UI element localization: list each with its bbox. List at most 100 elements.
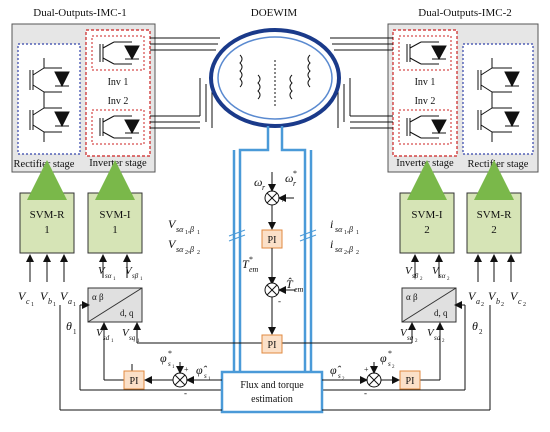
svg-text:sα: sα [176,245,184,254]
svg-text:V: V [96,327,104,339]
svg-text:V: V [122,327,130,339]
torque-est-label: T̂em - [278,277,304,306]
svg-text:c: c [518,297,522,306]
rectifier1-switch-icon [29,58,70,142]
flux-label-a: Flux and torque [240,380,304,391]
pi-torque-controller [261,334,283,354]
svm-r2-label-b: 2 [491,224,497,236]
svm-i1-label-b: 1 [112,224,118,236]
svg-text:2: 2 [415,339,418,344]
imc2-rectifier-box [462,43,534,155]
svg-text:θ: θ [472,319,478,333]
svg-text:,β: ,β [188,245,194,254]
title-doewim: DOEWIM [251,7,298,19]
svg-text:b: b [496,297,500,306]
svg-text:1: 1 [197,230,200,236]
svg-text:V: V [60,289,69,303]
svm-input-arrows [26,254,515,282]
svg-text:2: 2 [420,277,423,282]
rectifier2-switch-icon [477,58,520,142]
connection-wires [150,37,393,129]
svg-text:sd: sd [434,334,441,342]
transform-dq-label-1: d, q [120,308,134,318]
svm-i1-label-a: SVM-I [99,209,131,221]
pi-flux1-label: PI [130,376,139,387]
green-gate-arrows [27,160,514,200]
svg-text:φ̂: φ̂ [196,363,208,377]
svg-text:sd: sd [103,334,110,342]
transform-ab-label-1: α β [92,292,104,302]
bus-slash-marks [228,229,317,242]
rectifier-stage-label-1: Rectifier stage [14,159,75,170]
svg-text:1: 1 [111,339,114,344]
flux-label-b: estimation [251,394,293,405]
svm-i2-box [399,192,455,254]
svg-text:1: 1 [140,277,143,282]
inv2-label-right: Inv 2 [415,96,436,107]
svg-text:i: i [330,237,333,251]
svg-text:ω: ω [254,175,262,189]
inv1-label-right: Inv 1 [415,77,436,88]
inv1-right-switch-icon [406,41,447,65]
svm-r1-label-a: SVM-R [30,209,66,221]
svg-text:V: V [468,289,477,303]
flux-loop-lines [144,362,400,384]
svg-text:2: 2 [442,339,445,344]
svg-text:sβ: sβ [412,272,419,280]
rectifier-stage-label-2: Rectifier stage [468,159,529,170]
svg-text:2: 2 [356,250,359,256]
svg-text:1: 1 [137,339,140,344]
pi-speed-label: PI [268,235,277,246]
inv1-label-left: Inv 1 [108,77,129,88]
svg-text:2: 2 [185,250,188,256]
svg-text:V: V [168,237,177,251]
svm-r1-label-b: 1 [44,224,50,236]
svg-text:,β: ,β [347,225,353,234]
svg-text:V: V [510,289,519,303]
svg-text:sα: sα [335,225,343,234]
svg-text:2: 2 [479,328,483,336]
svg-text:sβ: sβ [132,272,139,280]
title-imc1: Dual-Outputs-IMC-1 [33,7,127,19]
svg-text:i: i [330,217,333,231]
svg-text:-: - [184,388,187,398]
inverter-stage-label-1: Inverter stage [89,158,147,169]
svg-text:V: V [168,217,177,231]
feedback-channel-right [280,126,322,412]
svg-text:+: + [364,365,369,374]
svg-text:+: + [184,365,189,374]
torque-ref-label: T*em [242,255,259,274]
bottom-feedback-lines [59,305,491,411]
svg-text:V: V [400,327,408,339]
vsd-vsq-lines [100,322,444,381]
svm-i2-label-a: SVM-I [411,209,443,221]
svg-text:V: V [125,265,133,277]
svg-text:1: 1 [31,302,34,308]
svg-text:s: s [338,372,341,380]
svg-text:1: 1 [172,365,175,370]
svg-text:2: 2 [501,302,504,308]
svg-text:ω: ω [285,171,293,185]
inv2-label-left: Inv 2 [108,96,129,107]
svg-text:*: * [293,169,297,178]
inv1-left-switch-icon [99,41,140,65]
svg-text:*: * [249,255,253,264]
svg-text:sα: sα [439,272,446,280]
svg-text:sq: sq [129,334,136,342]
svg-text:2: 2 [392,365,395,370]
svg-text:sα: sα [335,245,343,254]
motor-outer-ring [209,28,341,128]
svg-text:φ̂: φ̂ [330,363,342,377]
svg-text:2: 2 [342,377,345,382]
svg-text:φ: φ [380,351,387,365]
svg-text:a: a [476,297,480,306]
